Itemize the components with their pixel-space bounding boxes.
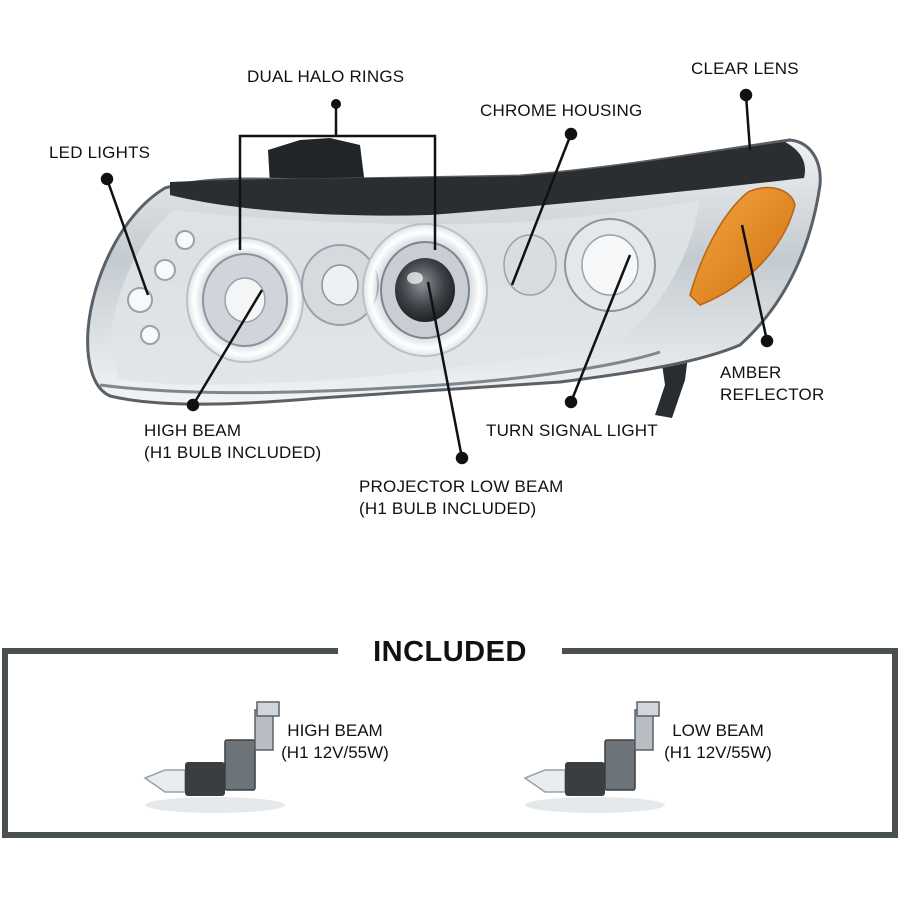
included-bulb-low-beam-name: LOW BEAM [672,721,764,740]
leader-lines [100,88,774,465]
led-cluster [127,230,195,345]
included-frame-top-right [562,648,898,654]
dual-halo-bracket [238,134,437,250]
callout-high-beam: HIGH BEAM (H1 BULB INCLUDED) [144,420,321,464]
included-bulb-low-beam-spec: (H1 12V/55W) [664,743,772,762]
included-title: INCLUDED [373,636,527,668]
included-bulb-low-beam-label: LOW BEAM (H1 12V/55W) [653,720,783,764]
callout-chrome-housing-text: CHROME HOUSING [480,101,643,120]
mounting-bracket [268,138,365,185]
low-beam-bulb-illustration [523,701,665,813]
callout-projector-low-beam: PROJECTOR LOW BEAM (H1 BULB INCLUDED) [359,476,563,520]
included-bulb-high-beam-name: HIGH BEAM [287,721,383,740]
callout-turn-signal-light: TURN SIGNAL LIGHT [486,420,658,442]
callout-dual-halo-rings-text: DUAL HALO RINGS [247,67,405,86]
callout-amber-reflector-line2: REFLECTOR [720,385,825,404]
turn-signal-reflector [503,218,656,312]
bottom-trim [99,350,661,395]
included-frame-bottom [2,832,898,838]
housing-top-strip [170,142,806,216]
callout-chrome-housing: CHROME HOUSING [480,100,642,122]
callout-amber-reflector-line1: AMBER [720,363,782,382]
callout-high-beam-line1: HIGH BEAM [144,421,242,440]
callout-led-lights: LED LIGHTS [49,142,150,164]
callout-projector-low-beam-line1: PROJECTOR LOW BEAM [359,477,564,496]
callout-high-beam-line2: (H1 BULB INCLUDED) [144,443,322,462]
included-bulb-high-beam-spec: (H1 12V/55W) [281,743,389,762]
callout-turn-signal-light-text: TURN SIGNAL LIGHT [486,421,658,440]
callout-clear-lens: CLEAR LENS [691,58,799,80]
included-frame-left [2,648,8,838]
included-bulb-high-beam-label: HIGH BEAM (H1 12V/55W) [270,720,400,764]
high-beam-halo [186,237,304,363]
callout-led-lights-text: LED LIGHTS [49,143,151,162]
amber-reflector [689,186,796,306]
callout-amber-reflector: AMBER REFLECTOR [720,362,824,406]
included-frame-top-left [2,648,338,654]
callout-projector-low-beam-line2: (H1 BULB INCLUDED) [359,499,537,518]
included-frame-right [892,648,898,838]
callout-clear-lens-text: CLEAR LENS [691,59,799,78]
high-beam-bulb-illustration [143,701,285,813]
callout-dual-halo-rings: DUAL HALO RINGS [247,66,404,88]
projector-low-beam-halo [362,223,488,357]
